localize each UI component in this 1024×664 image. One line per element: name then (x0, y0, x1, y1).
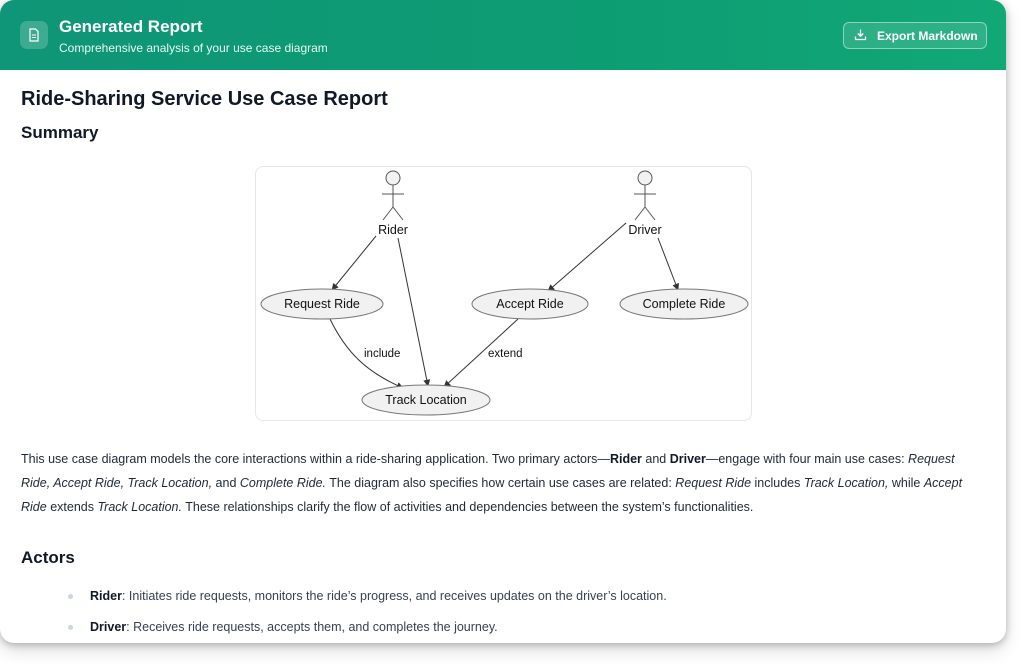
edge-extend (443, 318, 519, 388)
usecase-request-ride: Request Ride (260, 288, 384, 320)
export-markdown-button[interactable]: Export Markdown (843, 22, 987, 49)
edge-include (329, 318, 404, 389)
extend-label: extend (488, 348, 523, 360)
document-icon (20, 21, 48, 49)
summary-paragraph: This use case diagram models the core in… (21, 452, 963, 514)
bullet (68, 593, 73, 599)
header-title: Generated Report (59, 17, 203, 36)
svg-text:Complete Ride: Complete Ride (643, 297, 726, 311)
summary-heading: Summary (21, 123, 99, 142)
report-header: Generated Report Comprehensive analysis … (0, 0, 1006, 70)
header-subtitle: Comprehensive analysis of your use case … (59, 41, 328, 55)
bullet (68, 624, 73, 630)
usecase-accept-ride: Accept Ride (471, 288, 589, 320)
edge-rider-request (331, 235, 377, 291)
include-label: include (364, 348, 400, 360)
actor-rider (382, 170, 404, 221)
report-content: Ride-Sharing Service Use Case Report Sum… (0, 70, 1006, 643)
actor-rider-label: Rider (378, 223, 408, 237)
svg-text:Request Ride: Request Ride (284, 297, 360, 311)
report-title: Ride-Sharing Service Use Case Report (21, 88, 388, 110)
use-case-diagram: Rider Driver (255, 166, 752, 421)
actor-driver (634, 170, 656, 221)
download-icon (854, 28, 867, 44)
usecase-complete-ride: Complete Ride (619, 288, 749, 320)
svg-text:Accept Ride: Accept Ride (496, 297, 563, 311)
actors-heading: Actors (21, 548, 75, 567)
actor-list-item-rider: Rider: Initiates ride requests, monitors… (68, 589, 667, 603)
report-card: Generated Report Comprehensive analysis … (0, 0, 1006, 643)
actor-list-item-driver: Driver: Receives ride requests, accepts … (68, 620, 498, 634)
export-label: Export Markdown (877, 28, 978, 43)
usecase-track-location: Track Location (361, 384, 491, 416)
edge-rider-track (397, 237, 431, 387)
actor-driver-label: Driver (628, 223, 661, 237)
svg-text:Track Location: Track Location (385, 393, 467, 407)
edge-driver-accept (547, 222, 627, 292)
edge-driver-complete (657, 237, 680, 291)
